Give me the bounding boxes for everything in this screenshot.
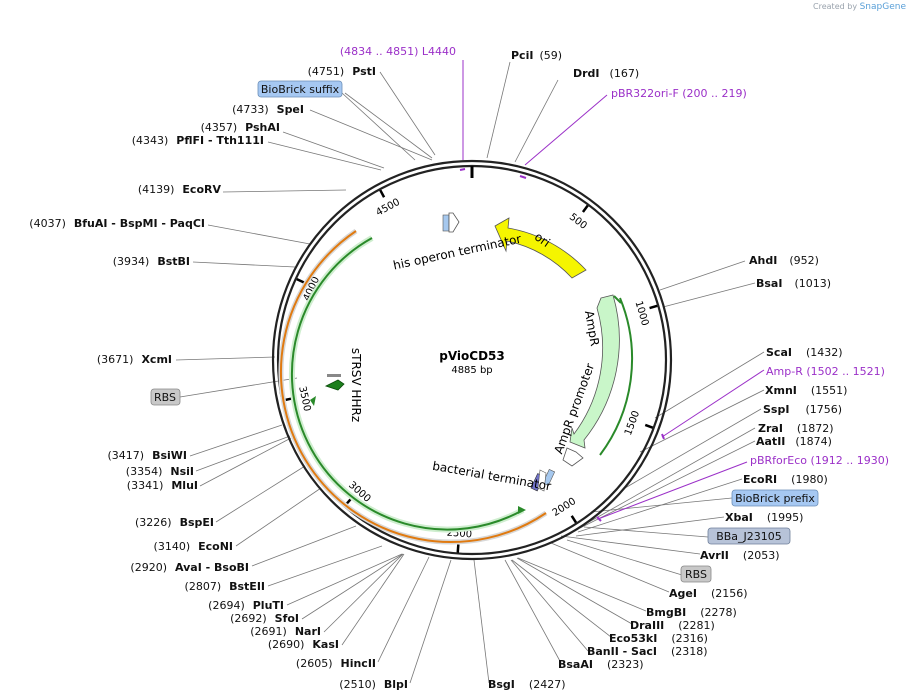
his-terminator-feature[interactable] bbox=[448, 212, 460, 233]
tick-mark bbox=[581, 204, 589, 213]
biobrick-suffix-label: BioBrick suffix bbox=[261, 83, 340, 96]
biobrick-suffix-box[interactable]: BioBrick suffix bbox=[257, 80, 343, 98]
site-scai: ScaI(1432) bbox=[766, 346, 843, 359]
his-terminator-box[interactable] bbox=[442, 214, 450, 232]
strsv-feature[interactable] bbox=[324, 379, 345, 391]
site-kasi: (2690)KasI bbox=[268, 638, 339, 651]
primer-l4440: (4834 .. 4851) L4440 bbox=[340, 45, 456, 58]
site-pluti: (2694)PluTI bbox=[208, 599, 284, 612]
snapgene-credit: Created by SnapGene bbox=[813, 2, 906, 12]
plasmid-name: pVioCD53 bbox=[439, 349, 505, 363]
tick-mark bbox=[570, 515, 578, 524]
orf-inner-arc[interactable] bbox=[290, 237, 524, 531]
site-bstbi: (3934)BstBI bbox=[113, 255, 190, 268]
site-zrai: ZraI(1872) bbox=[758, 422, 834, 435]
orf-arrowhead-bottom bbox=[518, 506, 526, 514]
site-drdi: DrdI(167) bbox=[573, 67, 639, 80]
site-ecori: EcoRI(1980) bbox=[743, 473, 828, 486]
site-xcmi: (3671)XcmI bbox=[97, 353, 172, 366]
site-bfuai: (4037)BfuAI - BspMI - PaqCI bbox=[29, 217, 205, 230]
site-sfoi: (2692)SfoI bbox=[230, 612, 299, 625]
site-nsii: (3354)NsiI bbox=[126, 465, 194, 478]
site-bsiwi: (3417)BsiWI bbox=[107, 449, 187, 462]
promoter-marker[interactable] bbox=[537, 469, 547, 492]
rbs-bottom-box[interactable]: RBS bbox=[680, 565, 712, 583]
tick-mark bbox=[644, 423, 654, 429]
site-ecorv: (4139)EcoRV bbox=[138, 183, 222, 196]
site-econi: (3140)EcoNI bbox=[154, 540, 233, 553]
orf-outer-arc[interactable] bbox=[280, 230, 547, 543]
strsv-marker bbox=[327, 374, 341, 377]
bba-box[interactable]: BBa_J23105 bbox=[707, 527, 791, 545]
biobrick-prefix-box[interactable]: BioBrick prefix bbox=[731, 489, 819, 507]
leader-lines bbox=[175, 61, 765, 684]
ampr-label: AmpR bbox=[582, 309, 602, 347]
site-bspei: (3226)BspEI bbox=[135, 516, 214, 529]
ampr-orf-arc[interactable] bbox=[599, 297, 634, 456]
tick-label: 500 bbox=[567, 212, 589, 232]
site-avai: (2920)AvaI - BsoBI bbox=[130, 561, 249, 574]
tick-label: 3500 bbox=[296, 385, 312, 412]
tick-label: 4500 bbox=[374, 197, 402, 219]
site-sspi: SspI(1756) bbox=[763, 403, 842, 416]
rbs-marker[interactable] bbox=[542, 468, 556, 486]
site-mlui: (3341)MluI bbox=[127, 479, 198, 492]
tick-mark bbox=[649, 304, 658, 310]
ori-feature[interactable] bbox=[494, 217, 587, 279]
site-pcii: PciI(59) bbox=[511, 49, 562, 62]
site-bsgi: BsgI(2427) bbox=[488, 678, 565, 691]
orf-arrowhead-left bbox=[310, 396, 316, 406]
primer-ampr: Amp-R (1502 .. 1521) bbox=[766, 365, 885, 378]
rbs-bottom-label: RBS bbox=[685, 568, 707, 581]
site-bsaai: BsaAI(2323) bbox=[558, 658, 644, 671]
credit-prefix: Created by bbox=[813, 2, 858, 11]
site-xmni: XmnI(1551) bbox=[765, 384, 847, 397]
site-pflfi: (4343)PflFI - Tth111I bbox=[132, 134, 264, 147]
tick-mark bbox=[296, 277, 305, 284]
primer-pbr322ori: pBR322ori-F (200 .. 219) bbox=[611, 87, 747, 100]
orf-outer-shadow bbox=[278, 228, 548, 545]
site-agei: AgeI(2156) bbox=[669, 587, 748, 600]
snapgene-logo: SnapGene bbox=[859, 2, 906, 12]
site-pshai: (4357)PshAI bbox=[201, 121, 280, 134]
site-spei: (4733)SpeI bbox=[232, 103, 304, 116]
tick-label: 2000 bbox=[551, 496, 578, 519]
tick-mark bbox=[456, 544, 460, 553]
site-avrii: AvrII(2053) bbox=[700, 549, 779, 562]
ampr-orf-head bbox=[613, 295, 622, 304]
site-hincii: (2605)HincII bbox=[296, 657, 376, 670]
site-blpi: (2510)BlpI bbox=[339, 678, 408, 691]
site-nari: (2691)NarI bbox=[250, 625, 321, 638]
rbs-left-label: RBS bbox=[154, 391, 176, 404]
his-terminator-label: his operon terminator bbox=[392, 232, 523, 273]
site-draiii: DraIII(2281) bbox=[630, 619, 715, 632]
bacterial-terminator-label: bacterial terminator bbox=[431, 459, 552, 494]
rbs-left-box[interactable]: RBS bbox=[150, 388, 181, 406]
plasmid-length: 4885 bp bbox=[451, 365, 492, 376]
ampr-feature[interactable] bbox=[569, 294, 620, 449]
site-banii: BanII - SacI(2318) bbox=[587, 645, 708, 658]
tick-label: 1000 bbox=[633, 300, 651, 328]
primer-pbrfor: pBRforEco (1912 .. 1930) bbox=[750, 454, 889, 467]
ampr-promoter-feature[interactable] bbox=[562, 447, 584, 467]
site-aatii: AatII(1874) bbox=[756, 435, 832, 448]
site-bsai: BsaI(1013) bbox=[756, 277, 831, 290]
tick-label: 1500 bbox=[623, 409, 642, 437]
site-eco53ki: Eco53kI(2316) bbox=[609, 632, 708, 645]
bba-label: BBa_J23105 bbox=[716, 530, 782, 543]
primer-markers bbox=[459, 168, 665, 522]
tick-mark bbox=[379, 189, 386, 198]
strsv-label: sTRSV HHRz bbox=[349, 348, 363, 422]
site-ahdi: AhdI(952) bbox=[749, 254, 819, 267]
primer-leaders bbox=[462, 60, 765, 520]
site-bsteii: (2807)BstEII bbox=[185, 580, 265, 593]
backbone-outer bbox=[271, 159, 673, 561]
site-bmgbi: BmgBI(2278) bbox=[646, 606, 737, 619]
biobrick-prefix-label: BioBrick prefix bbox=[735, 492, 815, 505]
site-xbai: XbaI(1995) bbox=[725, 511, 803, 524]
site-psti: (4751)PstI bbox=[308, 65, 376, 78]
